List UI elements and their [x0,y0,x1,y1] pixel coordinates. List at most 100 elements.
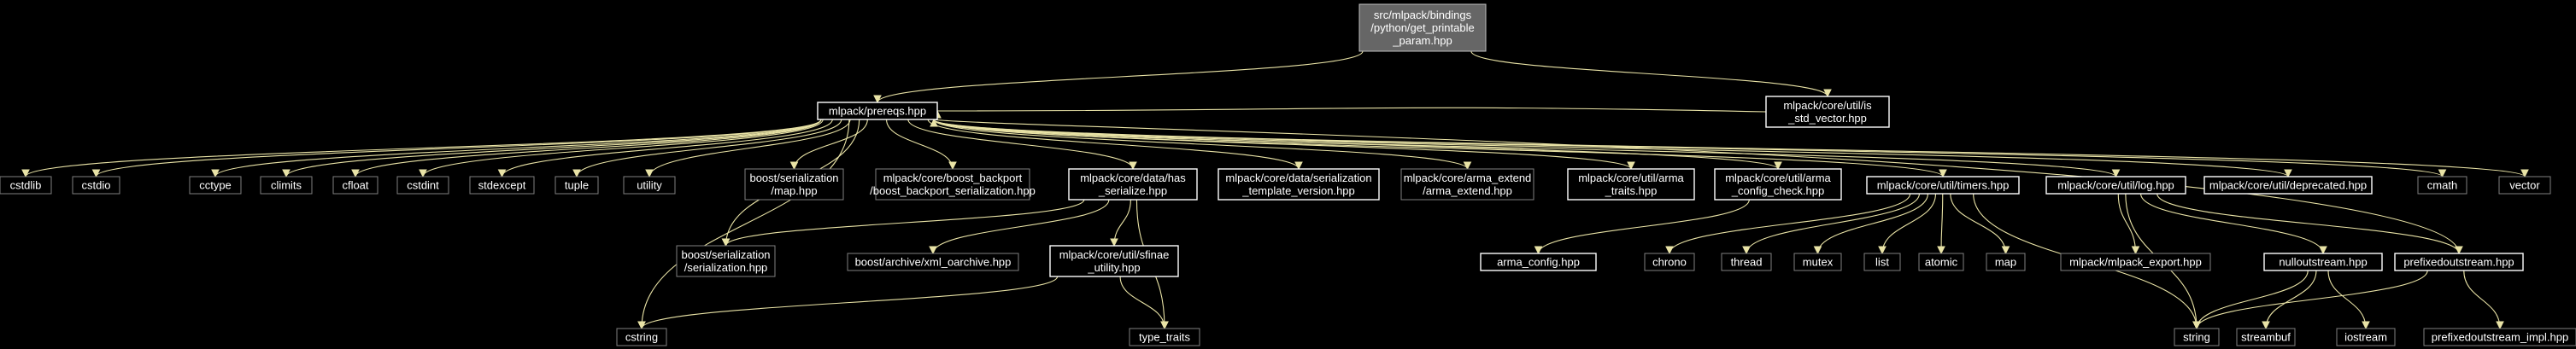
node-label: tuple [565,179,589,192]
edge-arrowhead [637,321,646,330]
node-mlpack-export[interactable]: mlpack/mlpack_export.hpp [2060,253,2211,271]
node-box [2394,253,2524,271]
edge-timers-to-list [1881,193,1937,254]
node-box [2236,328,2296,346]
edge-arrowhead [572,169,581,178]
node-cctype[interactable]: cctype [189,176,242,195]
node-root[interactable]: src/mlpack/bindings/python/get_printable… [1358,3,1487,52]
node-cfloat[interactable]: cfloat [332,176,378,195]
node-cmath[interactable]: cmath [2417,176,2467,195]
node-box [260,176,313,195]
node-map[interactable]: map [1986,253,2026,271]
node-box [1918,253,1964,271]
edge-arma-config-check-to-arma-config [1537,199,1750,254]
node-label: streambuf [2241,331,2291,344]
node-arma-config-check[interactable]: mlpack/core/util/arma_config_check.hpp [1714,168,1842,201]
node-box [1986,253,2026,271]
node-deprecated[interactable]: mlpack/core/util/deprecated.hpp [2203,176,2373,195]
node-label: cstdio [82,179,111,192]
node-box [676,245,776,277]
node-box [469,176,535,195]
node-xml-oarchive[interactable]: boost/archive/xml_oarchive.hpp [847,253,1019,271]
node-box [744,168,844,201]
edge-arrowhead [1534,246,1543,255]
node-cstdlib[interactable]: cstdlib [0,176,52,195]
node-label: boost/serialization [749,172,838,184]
edge-timers-to-map [1950,193,2007,254]
edge-arrowhead [1110,238,1118,247]
node-cstdio[interactable]: cstdio [72,176,120,195]
edge-prereqs-to-boost-backport [886,119,954,170]
edge-arrowhead [1939,169,1947,178]
node-nulloutstream[interactable]: nulloutstream.hpp [2263,253,2383,271]
node-boost-backport[interactable]: mlpack/core/boost_backport/boost_backpor… [870,168,1036,201]
node-vector[interactable]: vector [2498,176,2551,195]
node-box [2060,253,2211,271]
node-thread[interactable]: thread [1721,253,1772,271]
edge-arrowhead [1878,246,1887,255]
node-atomic[interactable]: atomic [1918,253,1964,271]
edge-timers-to-atomic [1940,193,1944,254]
node-cstring[interactable]: cstring [616,328,667,346]
node-boost-map[interactable]: boost/serialization/map.hpp [744,168,844,201]
edge-arrowhead [1937,246,1945,255]
node-chrono[interactable]: chrono [1644,253,1695,271]
node-box [72,176,120,195]
edge-arrowhead [497,169,507,178]
node-label: mlpack/core/util/is [1783,99,1872,112]
node-box [616,328,667,346]
node-stdexcept[interactable]: stdexcept [469,176,535,195]
node-streambuf[interactable]: streambuf [2236,328,2296,346]
edge-arrowhead [1823,89,1832,98]
node-box [1358,3,1487,52]
edge-arrowhead [91,169,101,178]
node-sfinae[interactable]: mlpack/core/util/sfinae_utility.hpp [1049,245,1179,277]
node-label: vector [2509,179,2540,192]
node-label: /serialization.hpp [684,261,768,274]
node-iostream[interactable]: iostream [2336,328,2396,346]
node-label: _param.hpp [1392,34,1452,47]
node-label: list [1875,256,1889,269]
node-prefixedoutstream[interactable]: prefixedoutstream.hpp [2394,253,2524,271]
node-label: /python/get_printable [1370,21,1474,34]
node-arma-extend[interactable]: mlpack/core/arma_extend/arma_extend.hpp [1400,168,1534,201]
edge-arrowhead [948,161,957,171]
node-log[interactable]: mlpack/core/util/log.hpp [2045,176,2186,195]
edge-arrowhead [2284,169,2292,178]
node-box [189,176,242,195]
node-timers[interactable]: mlpack/core/util/timers.hpp [1866,176,2020,195]
edge-sfinae-to-type-traits [1119,276,1165,329]
node-label: cfloat [342,179,368,192]
edge-prereqs-to-arma-extend [933,119,1469,170]
node-is-std-vector[interactable]: mlpack/core/util/is_std_vector.hpp [1765,96,1890,128]
node-box [2336,328,2396,346]
node-climits[interactable]: climits [260,176,313,195]
node-boost-serialization[interactable]: boost/serialization/serialization.hpp [676,245,776,277]
node-mutex[interactable]: mutex [1793,253,1842,271]
node-has-serialize[interactable]: mlpack/core/data/has_serialize.hpp [1068,168,1198,201]
node-box [332,176,378,195]
node-list[interactable]: list [1863,253,1901,271]
node-label: mlpack/core/arma_extend [1404,172,1532,184]
node-string[interactable]: string [2174,328,2220,346]
node-utility[interactable]: utility [623,176,676,195]
edge-arrowhead [2319,246,2327,255]
node-label: cctype [199,179,232,192]
node-arma-traits[interactable]: mlpack/core/util/arma_traits.hpp [1567,168,1695,201]
node-tuple[interactable]: tuple [555,176,599,195]
node-prefixedoutstream-impl[interactable]: prefixedoutstream_impl.hpp [2423,328,2576,346]
node-ser-template[interactable]: mlpack/core/data/serialization_template_… [1218,168,1380,201]
edge-arrowhead [419,169,427,178]
node-prereqs[interactable]: mlpack/prereqs.hpp [817,102,938,120]
node-label: type_traits [1139,331,1190,344]
node-arma-config[interactable]: arma_config.hpp [1480,253,1597,271]
edge-nulloutstream-to-iostream [2327,270,2367,329]
node-box [1480,253,1597,271]
node-cstdint[interactable]: cstdint [396,176,449,195]
edge-timers-to-mutex [1816,193,1928,254]
node-label: /map.hpp [771,184,817,197]
node-type-traits[interactable]: type_traits [1129,328,1200,346]
edge-prereqs-to-vector [933,119,2526,177]
edge-arrowhead [789,161,799,171]
